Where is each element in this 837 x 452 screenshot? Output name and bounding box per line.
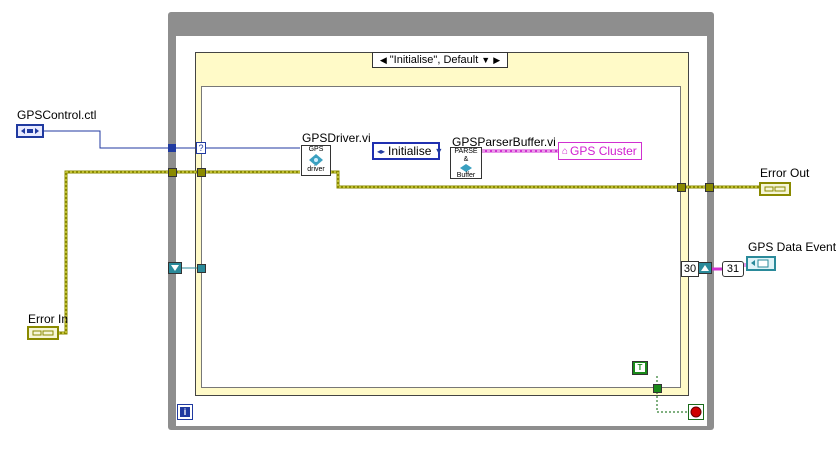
- case-selector-label[interactable]: ◀ "Initialise", Default ▼ ▶: [372, 52, 508, 68]
- error-out-terminal[interactable]: [759, 182, 791, 196]
- initialise-enum-constant[interactable]: ◂▸ Initialise ▼: [372, 142, 444, 160]
- error-out-label: Error Out: [760, 166, 810, 180]
- driver-icon-text-bottom: driver: [307, 166, 325, 173]
- true-constant-text: T: [635, 363, 645, 372]
- case-structure-interior: [201, 86, 681, 388]
- iteration-terminal[interactable]: i: [177, 404, 193, 420]
- gps-data-event-terminal[interactable]: [746, 256, 776, 271]
- selector-terminal[interactable]: ?: [196, 142, 206, 154]
- error-tunnel-loop-right[interactable]: [705, 183, 714, 192]
- driver-icon-text-top: GPS: [308, 146, 324, 153]
- parser-icon-text-2: &: [463, 156, 469, 163]
- error-in-label: Error In: [28, 312, 69, 326]
- type-number-right: 31: [722, 261, 744, 277]
- parser-icon-text-3: Buffer: [456, 172, 476, 179]
- shift-register-right-icon[interactable]: [698, 262, 712, 274]
- gps-parser-label: GPSParserBuffer.vi: [452, 135, 556, 149]
- error-tunnel-loop-left[interactable]: [168, 168, 177, 177]
- gps-control-terminal[interactable]: [16, 124, 44, 138]
- gps-cluster-text: GPS Cluster: [570, 144, 637, 158]
- enum-dropdown-icon[interactable]: ▼: [434, 146, 444, 156]
- case-next-arrow-icon[interactable]: ▶: [493, 54, 501, 65]
- shift-register-left-icon[interactable]: [168, 262, 182, 274]
- home-icon: ⌂: [562, 145, 569, 157]
- enum-arrows-icon: ◂▸: [377, 146, 386, 156]
- parser-icon-text-1: PARSE: [454, 148, 478, 155]
- gps-diamond-icon: [309, 154, 323, 166]
- gps-cluster-indicator[interactable]: ⌂ GPS Cluster: [558, 142, 642, 160]
- event-tunnel-case[interactable]: [197, 264, 206, 273]
- enum-value: Initialise: [388, 144, 432, 158]
- control-tunnel-loop[interactable]: [168, 144, 176, 152]
- gps-driver-label: GPSDriver.vi: [302, 131, 371, 145]
- parser-diamond-icon: [460, 164, 472, 172]
- gps-parser-subvi[interactable]: PARSE & Buffer: [450, 147, 482, 179]
- gps-data-event-label: GPS Data Event: [748, 240, 837, 254]
- error-tunnel-case-left[interactable]: [197, 168, 206, 177]
- gps-control-label: GPSControl.ctl: [17, 108, 97, 122]
- gps-driver-subvi[interactable]: GPS driver: [301, 145, 331, 176]
- iteration-icon: i: [180, 407, 190, 417]
- stop-condition-terminal[interactable]: [688, 404, 704, 420]
- error-in-terminal[interactable]: [27, 326, 59, 340]
- case-prev-arrow-icon[interactable]: ◀: [379, 54, 387, 65]
- boolean-tunnel[interactable]: [653, 384, 662, 393]
- case-selector-text: "Initialise", Default: [389, 54, 479, 66]
- type-number-left: 30: [681, 261, 699, 277]
- case-dropdown-icon[interactable]: ▼: [481, 55, 491, 65]
- error-tunnel-case-right[interactable]: [677, 183, 686, 192]
- true-constant[interactable]: T: [632, 361, 648, 375]
